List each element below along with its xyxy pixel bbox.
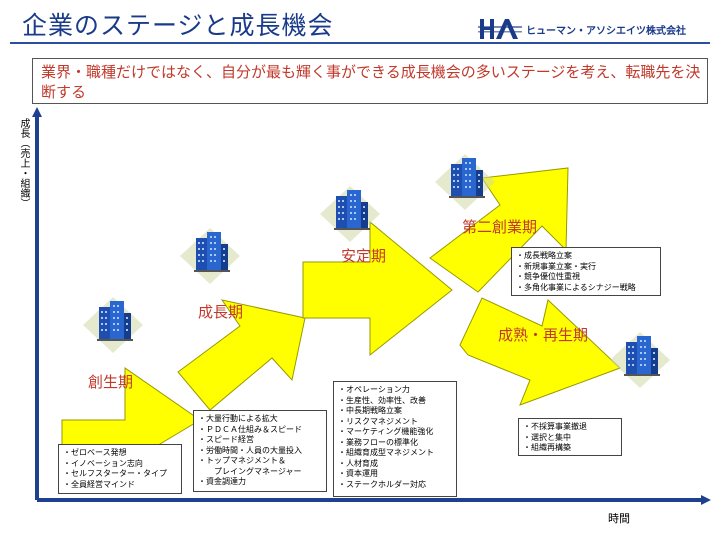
list-item: ステークホルダー対応	[338, 480, 452, 491]
stage-label-growth: 成長期	[198, 303, 244, 321]
office-building-icon	[610, 332, 670, 388]
y-axis-label: 成長（売上・組織）	[18, 118, 29, 208]
stage-label-stable: 安定期	[341, 247, 387, 265]
list-item: マーケティング機能強化	[338, 427, 452, 438]
list-item: イノベーション志向	[63, 459, 177, 470]
list-item: プレイングマネージャー	[214, 466, 302, 476]
list-item: 労働時間・人員の大量投入	[198, 446, 322, 457]
office-building-icon	[180, 228, 240, 284]
list-item: 選択と集中	[523, 433, 617, 444]
second-founding-traits-box: 成長戦略立案 新規事業立案・実行 競争優位性重視 多角化事業によるシナジー戦略	[511, 247, 661, 296]
arrow-growth	[177, 299, 306, 411]
list-item: セルフスターター・タイプ	[63, 469, 177, 480]
list-item: 資金調達力	[198, 477, 322, 488]
growth-traits-box: 大量行動による拡大 ＰＤＣＡ仕組み＆スピード スピード経営 労働時間・人員の大量…	[193, 410, 327, 492]
list-item: 組織再構築	[523, 443, 617, 454]
list-item: ＰＤＣＡ仕組み＆スピード	[198, 425, 322, 436]
list-item: 全員経営マインド	[63, 480, 177, 491]
list-item: 多角化事業によるシナジー戦略	[516, 283, 656, 294]
list-item: オペレーション力	[338, 385, 452, 396]
founding-traits-box: ゼロベース発想 イノベーション志向 セルフスターター・タイプ 全員経営マインド	[58, 444, 182, 494]
list-item: 競争優位性重視	[516, 272, 656, 283]
office-building-icon	[83, 297, 143, 353]
office-building-icon	[435, 154, 495, 210]
stage-label-maturity: 成熟・再生期	[498, 326, 589, 344]
list-item: 成長戦略立案	[516, 251, 656, 262]
list-item: 新規事業立案・実行	[516, 262, 656, 273]
list-item: 中長期戦略立案	[338, 406, 452, 417]
arrow-stable	[302, 220, 453, 357]
page-title: 企業のステージと成長機会	[22, 11, 334, 40]
company-name: ヒューマン・アソシエイツ株式会社	[526, 26, 686, 37]
list-item: 不採算事業撤退	[523, 422, 617, 433]
list-item: 人材育成	[338, 459, 452, 470]
list-item: スピード経営	[198, 435, 322, 446]
arrow-second-founding	[429, 167, 569, 293]
headline-box: 業界・職種だけではなく、自分が最も輝く事ができる成長機会の多いステージを考え、転…	[32, 58, 708, 104]
maturity-traits-box: 不採算事業撤退 選択と集中 組織再構築	[518, 418, 622, 456]
x-axis-label: 時間	[608, 512, 630, 525]
list-item: リスクマネジメント	[338, 417, 452, 428]
list-item: トップマネジメント＆	[198, 456, 322, 467]
headline-text: 業界・職種だけではなく、自分が最も輝く事ができる成長機会の多いステージを考え、転…	[41, 63, 701, 101]
stage-label-founding: 創生期	[88, 373, 134, 391]
list-item: 業務フローの標準化	[338, 438, 452, 449]
list-item: ゼロベース発想	[63, 448, 177, 459]
stage-label-second-founding: 第二創業期	[462, 218, 538, 236]
ha-logo-icon	[478, 19, 522, 39]
title-divider	[10, 42, 710, 44]
list-item: 組織育成型マネジメント	[338, 448, 452, 459]
stable-traits-box: オペレーション力 生産性、効率性、改善 中長期戦略立案 リスクマネジメント マー…	[333, 381, 457, 497]
list-item: 大量行動による拡大	[198, 414, 322, 425]
list-item: 資本運用	[338, 469, 452, 480]
arrow-maturity	[459, 297, 621, 406]
list-item: 生産性、効率性、改善	[338, 396, 452, 407]
